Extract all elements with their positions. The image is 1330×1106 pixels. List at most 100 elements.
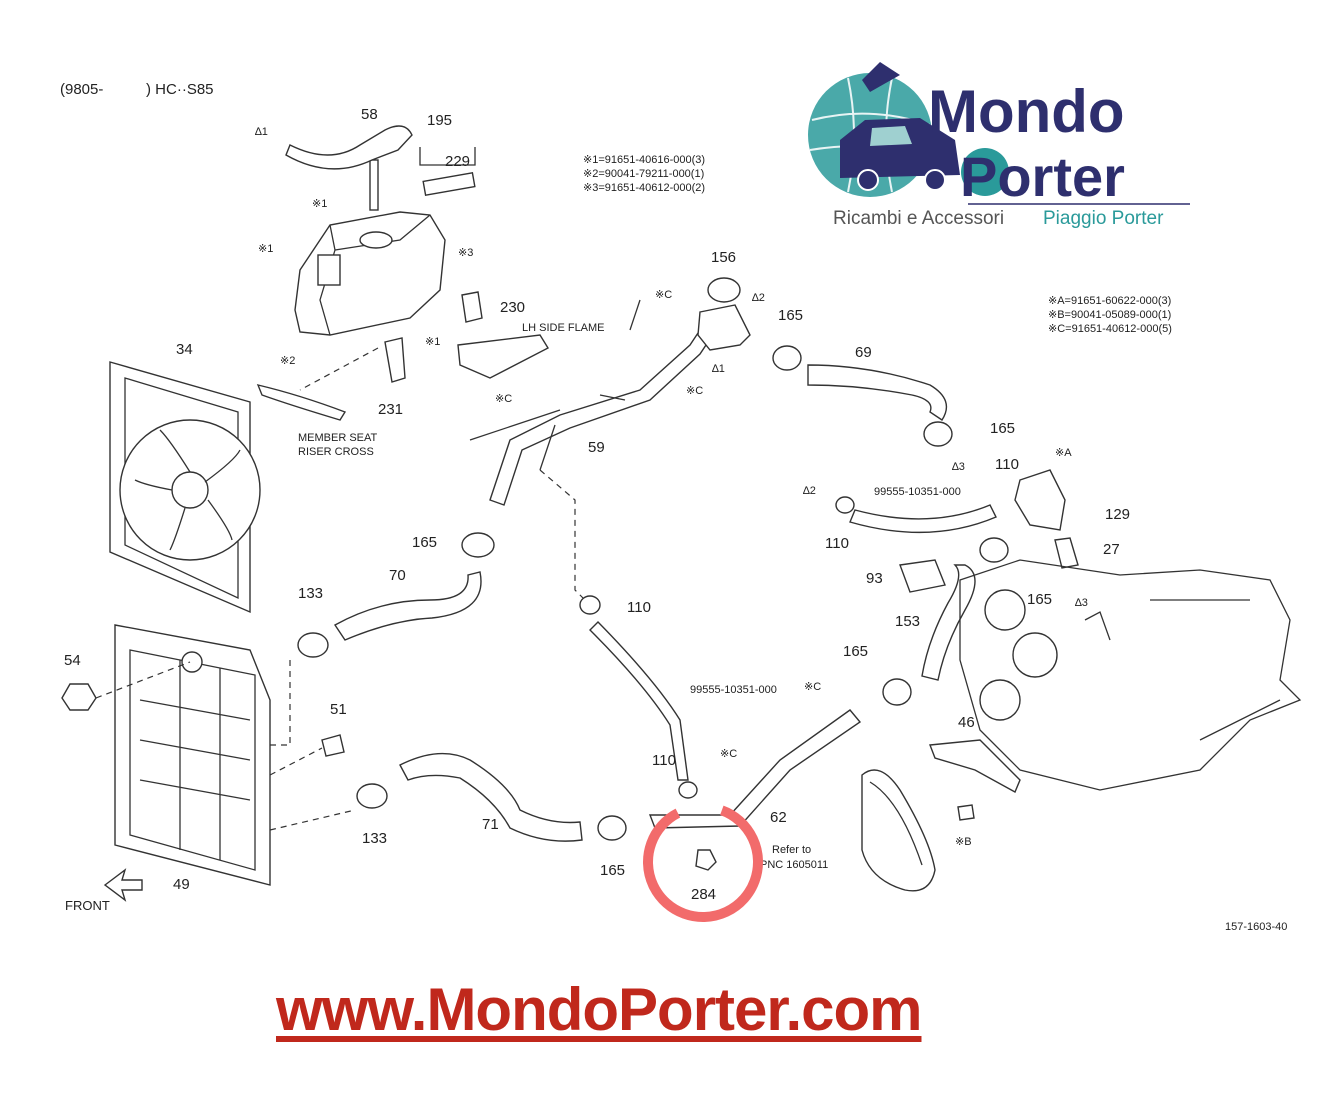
hose-code-right: 99555-10351-000 — [874, 486, 961, 498]
part-69: 69 — [855, 344, 872, 361]
label-229-sticker — [422, 171, 476, 197]
bracket-93 — [899, 559, 946, 593]
part-165-e: 165 — [843, 643, 868, 660]
website-link[interactable]: www.MondoPorter.com — [276, 976, 922, 1043]
part-133-upper: 133 — [298, 585, 323, 602]
part-34: 34 — [176, 341, 193, 358]
marker-nA: ※A — [1055, 447, 1072, 459]
clamp-110-c — [579, 595, 601, 615]
hose-153 — [921, 564, 976, 681]
thermostat-housing-129 — [1014, 469, 1066, 531]
marker-nC-62a: ※C — [804, 681, 821, 693]
marker-nB: ※B — [955, 836, 972, 848]
callout-lh-side: LH SIDE FLAME — [522, 322, 605, 334]
cap-156 — [707, 277, 741, 303]
logo-tagline-b: Piaggio Porter — [1043, 208, 1164, 229]
fan-shroud — [109, 361, 261, 614]
part-230: 230 — [500, 299, 525, 316]
member-seat — [256, 384, 347, 421]
part-58: 58 — [361, 106, 378, 123]
marker-s2-110: ∆2 — [803, 485, 816, 497]
part-165-d: 165 — [1027, 591, 1052, 608]
part-59: 59 — [588, 439, 605, 456]
radiator — [114, 624, 271, 886]
clamp-110-right — [835, 496, 855, 514]
part-129: 129 — [1105, 506, 1130, 523]
part-165-c: 165 — [412, 534, 437, 551]
van-icon — [840, 118, 960, 191]
mondo-porter-logo: Mondo Porter Ricambi e Accessori Piaggio… — [808, 62, 1190, 229]
note-left-1: ※1=91651-40616-000(3) — [583, 154, 705, 166]
hose-71 — [399, 752, 583, 842]
part-27: 27 — [1103, 541, 1120, 558]
marker-n1-left: ※1 — [258, 243, 273, 255]
logo-globe-o — [961, 148, 1009, 196]
front-arrow-icon — [103, 868, 143, 902]
callout-refer-2: PNC 1605011 — [760, 859, 828, 871]
part-231: 231 — [378, 401, 403, 418]
part-62: 62 — [770, 809, 787, 826]
part-46: 46 — [958, 714, 975, 731]
clamp-165-69b — [923, 421, 953, 447]
clamp-165-e — [882, 678, 912, 706]
marker-nC-156: ※C — [655, 289, 672, 301]
part-153: 153 — [895, 613, 920, 630]
callout-refer-1: Refer to — [772, 844, 811, 856]
part-49: 49 — [173, 876, 190, 893]
part-110-a: 110 — [825, 535, 849, 552]
part-165-b: 165 — [990, 420, 1015, 437]
clamp-165-f — [597, 815, 627, 841]
note-left-2: ※2=90041-79211-000(1) — [583, 168, 704, 180]
part-133-lower: 133 — [362, 830, 387, 847]
clamp-133-lower — [356, 783, 388, 809]
marker-nC-59: ※C — [495, 393, 512, 405]
marker-nC-62b: ※C — [720, 748, 737, 760]
engine-block: ∆3 — [959, 559, 1302, 791]
clamp-110-d — [678, 781, 698, 799]
bracket-46 — [929, 739, 1021, 793]
marker-n1-tank: ※1 — [312, 198, 327, 210]
bleeder-284 — [695, 849, 717, 871]
marker-s2-156: ∆2 — [752, 292, 765, 304]
hose-code-center: 99555-10351-000 — [690, 684, 777, 696]
part-110-b: 110 — [995, 456, 1019, 473]
callout-member-seat-1: MEMBER SEAT — [298, 432, 378, 444]
reservoir-tank — [294, 159, 446, 336]
drive-belt — [861, 769, 936, 892]
header-model: ) HC··S85 — [146, 81, 214, 98]
part-70: 70 — [389, 567, 406, 584]
marker-s1-58: ∆1 — [255, 126, 268, 138]
part-165-f: 165 — [600, 862, 625, 879]
clamp-133-upper — [297, 632, 329, 658]
hose-58 — [285, 125, 413, 170]
hose-69 — [807, 364, 948, 421]
part-284: 284 — [691, 886, 716, 903]
highlight-circle — [643, 802, 763, 922]
note-right-2: ※B=90041-05089-000(1) — [1048, 309, 1171, 321]
radiator-cap-54 — [61, 683, 97, 711]
logo-tagline-a: Ricambi e Accessori — [833, 208, 1004, 229]
note-right-3: ※C=91651-40612-000(5) — [1048, 323, 1172, 335]
part-93: 93 — [866, 570, 883, 587]
marker-n3: ※3 — [458, 247, 473, 259]
header-range: (9805- — [60, 81, 103, 98]
marker-s3-69: ∆3 — [952, 461, 965, 473]
part-54: 54 — [64, 652, 81, 669]
part-110-c: 110 — [627, 599, 651, 616]
clamp-165-d — [979, 537, 1009, 563]
part-195: 195 — [427, 112, 452, 129]
marker-n1-231: ※1 — [425, 336, 440, 348]
marker-nC-59b: ※C — [686, 385, 703, 397]
hose-99555-right — [849, 504, 997, 534]
bolt-b — [957, 804, 975, 821]
bracket-230 — [461, 291, 483, 323]
clamp-165-upper-left — [461, 532, 495, 558]
part-229: 229 — [445, 153, 470, 170]
part-156: 156 — [711, 249, 736, 266]
part-71: 71 — [482, 816, 499, 833]
part-165-a: 165 — [778, 307, 803, 324]
hose-70 — [333, 571, 482, 641]
lh-side-flame-plate — [457, 334, 549, 379]
